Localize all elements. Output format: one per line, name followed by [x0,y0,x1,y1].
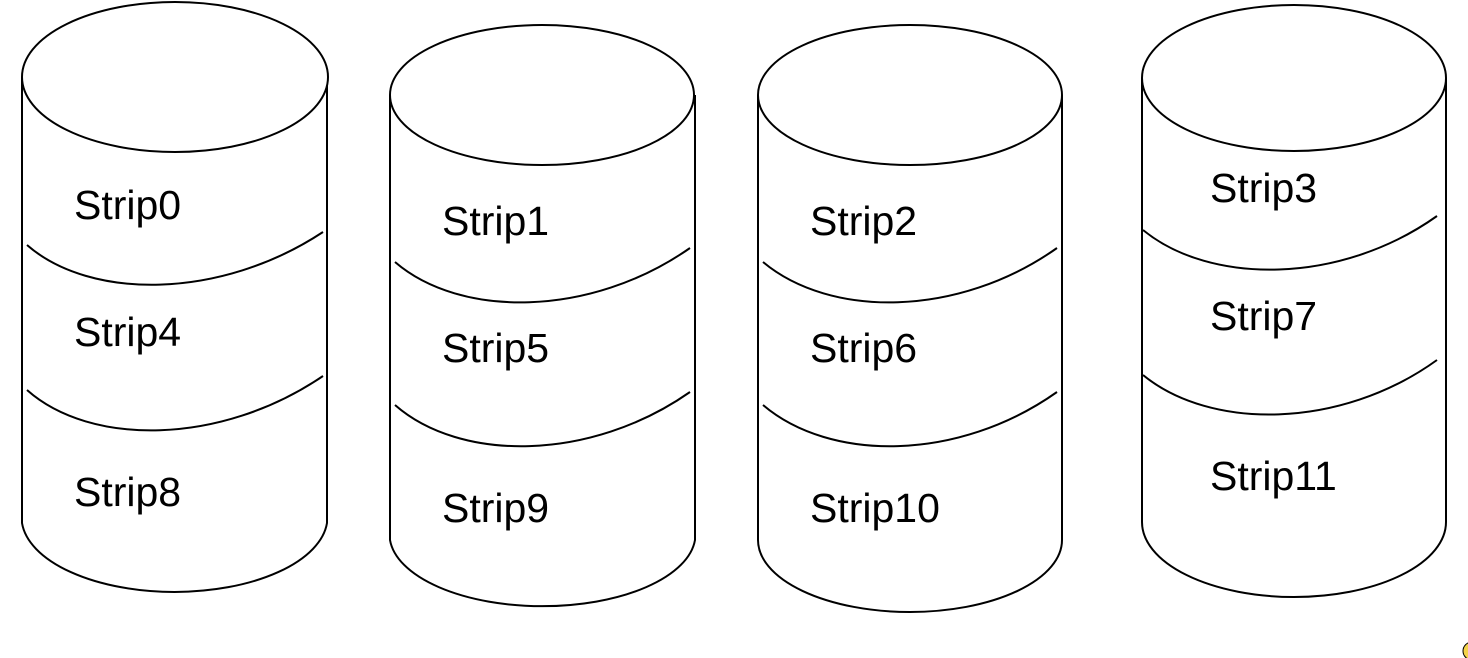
strip-label: Strip7 [1210,293,1317,339]
disk-3-top [757,24,1063,166]
disk-4-separator-2 [1142,359,1438,416]
strip-label: Strip5 [442,325,549,371]
disk-1-body [21,77,328,593]
disk-2-top [389,24,695,166]
disk-3-separator-2 [762,391,1058,448]
disk-1: Strip0 Strip4 Strip8 [21,1,329,593]
strip-label: Strip8 [74,469,181,515]
disk-1-separator-1 [26,231,324,286]
disk-3-body [757,95,1063,613]
strip-label: Strip9 [442,485,549,531]
disk-2-body [389,95,696,608]
strip-label: Strip11 [1210,453,1337,499]
strip-label: Strip0 [74,182,181,228]
disk-4: Strip3 Strip7 Strip11 [1141,4,1447,598]
disk-3-separator-1 [762,247,1058,304]
strip-label: Strip10 [810,485,940,531]
strip-label: Strip1 [442,198,549,244]
strip-label: Strip3 [1210,165,1317,211]
disk-4-body [1141,78,1447,598]
corner-mark-icon [1462,642,1468,658]
disk-1-separator-2 [26,375,324,432]
disk-2: Strip1 Strip5 Strip9 [389,24,696,608]
disk-3: Strip2 Strip6 Strip10 [757,24,1063,613]
disk-4-top [1141,4,1447,152]
disk-4-separator-1 [1142,215,1438,271]
disk-1-top [21,1,329,153]
disk-2-separator-2 [394,391,691,448]
strip-label: Strip4 [74,309,181,355]
strip-label: Strip2 [810,198,917,244]
disk-2-separator-1 [394,247,691,304]
strip-label: Strip6 [810,325,917,371]
